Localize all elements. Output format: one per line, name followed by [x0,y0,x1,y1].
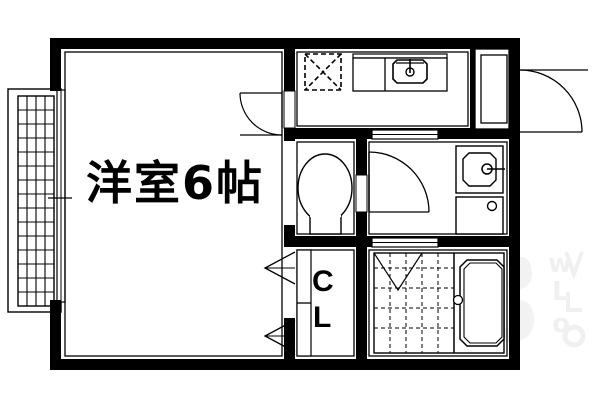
toilet-door[interactable] [355,151,430,213]
closet-door-lower [263,319,296,353]
bathroom-door[interactable] [371,237,439,248]
vanity-washbasin [455,145,505,194]
main-room-door[interactable] [239,90,296,136]
closet-doors[interactable] [263,249,312,357]
closet-door-upper [263,251,296,285]
hallway-sliding-door[interactable] [371,129,439,140]
room-label-main-room: 洋室6帖 [86,156,265,210]
washing-machine-space [304,53,342,91]
balcony [7,88,62,313]
kitchen-fixtures [304,53,448,92]
vanity-cabinet [455,196,504,235]
room-label-closet-line1: C [312,265,334,298]
walls [50,38,520,370]
shower-tile-floor [374,253,454,353]
toilet-bowl [297,153,353,235]
bathroom-fixtures [373,252,505,354]
room-label-closet-line2: L [313,301,332,334]
bathtub [452,259,505,347]
kitchen-sink [392,59,428,84]
entrance-door[interactable] [474,48,588,133]
svg-text:L: L [552,277,569,307]
